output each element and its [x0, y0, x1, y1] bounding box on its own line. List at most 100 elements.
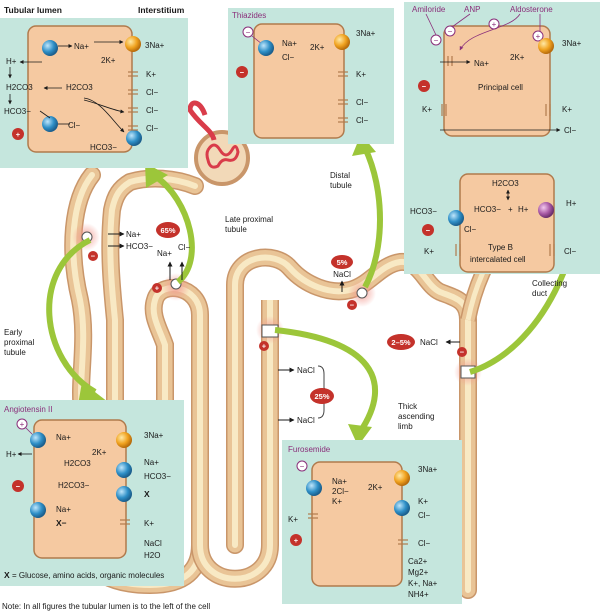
- legend-x: X: [4, 570, 10, 580]
- collecting-duct-label: Collecting: [532, 279, 567, 288]
- svg-text:NaCl: NaCl: [144, 539, 162, 548]
- svg-text:tubule: tubule: [225, 225, 247, 234]
- svg-text:limb: limb: [398, 422, 413, 431]
- svg-text:−: −: [240, 68, 245, 77]
- svg-text:Cl−: Cl−: [464, 225, 477, 234]
- svg-text:H2CO3: H2CO3: [492, 179, 519, 188]
- svg-text:Na+: Na+: [282, 39, 297, 48]
- header-tubular-lumen: Tubular lumen: [4, 5, 62, 15]
- pct-2-5-badge: [387, 334, 415, 350]
- panel-furosemide: Furosemide − Na+ 2Cl− K+ 2K+ 3Na+ K+ Cl−…: [282, 440, 462, 604]
- thiazides-label: Thiazides: [232, 11, 266, 20]
- svg-text:Cl−: Cl−: [418, 539, 431, 548]
- tubule-markers: − + + − −: [81, 231, 476, 379]
- pct-65-badge: [156, 222, 180, 238]
- svg-text:Na+: Na+: [74, 42, 89, 51]
- panel-collecting-duct: Amiloride ANP Aldosterone − − + + − Na+ …: [404, 2, 600, 274]
- svg-text:HCO3−: HCO3−: [4, 107, 31, 116]
- svg-text:ANP: ANP: [464, 5, 480, 14]
- footnote: Note: In all figures the tubular lumen i…: [2, 602, 210, 611]
- svg-text:K+: K+: [146, 70, 156, 79]
- svg-text:Aldosterone: Aldosterone: [510, 5, 553, 14]
- svg-text:Cl−: Cl−: [146, 124, 159, 133]
- svg-text:Cl−: Cl−: [418, 511, 431, 520]
- svg-text:2K+: 2K+: [92, 448, 107, 457]
- pct-25-badge: [310, 388, 334, 404]
- svg-text:intercalated cell: intercalated cell: [470, 255, 526, 264]
- svg-text:3Na+: 3Na+: [145, 41, 165, 50]
- svg-text:HCO3−: HCO3−: [410, 207, 437, 216]
- svg-text:proximal: proximal: [4, 338, 34, 347]
- svg-text:HCO3−: HCO3−: [474, 205, 501, 214]
- svg-text:K+: K+: [418, 497, 428, 506]
- late-proximal-label: Late proximal: [225, 215, 273, 224]
- svg-text:+: +: [294, 536, 299, 545]
- svg-text:+: +: [536, 32, 541, 41]
- svg-text:H2CO3: H2CO3: [6, 83, 33, 92]
- svg-text:Na+: Na+: [56, 505, 71, 514]
- svg-text:Cl−: Cl−: [68, 121, 81, 130]
- svg-text:Ca2+: Ca2+: [408, 557, 428, 566]
- svg-text:−: −: [448, 27, 453, 36]
- svg-text:Na+: Na+: [332, 477, 347, 486]
- thick-ascending-label: Thick: [398, 402, 418, 411]
- svg-text:65%: 65%: [160, 226, 175, 235]
- svg-text:−: −: [426, 226, 431, 235]
- svg-text:H+: H+: [6, 450, 17, 459]
- svg-text:H2CO3: H2CO3: [64, 459, 91, 468]
- svg-text:NaCl: NaCl: [297, 416, 315, 425]
- svg-text:Cl−: Cl−: [564, 126, 577, 135]
- svg-text:K+: K+: [144, 519, 154, 528]
- svg-text:HCO3−: HCO3−: [126, 242, 153, 251]
- svg-text:Cl−: Cl−: [146, 106, 159, 115]
- svg-text:−: −: [422, 82, 427, 91]
- svg-text:−: −: [350, 301, 355, 310]
- svg-text:H+: H+: [566, 199, 577, 208]
- furosemide-label: Furosemide: [288, 445, 331, 454]
- svg-text:+: +: [492, 20, 497, 29]
- svg-text:+: +: [155, 284, 160, 293]
- svg-text:Cl−: Cl−: [282, 53, 295, 62]
- svg-text:+: +: [508, 205, 513, 214]
- header-interstitium: Interstitium: [138, 5, 185, 15]
- svg-text:K+, Na+: K+, Na+: [408, 579, 438, 588]
- svg-text:Cl−: Cl−: [356, 98, 369, 107]
- svg-text:NaCl: NaCl: [297, 366, 315, 375]
- svg-text:Na+: Na+: [56, 433, 71, 442]
- distal-tubule-label: Distal: [330, 171, 350, 180]
- panel-top-left: Tubular lumen Interstitium H+ H2CO3 H2CO…: [0, 5, 188, 168]
- svg-text:Principal cell: Principal cell: [478, 83, 523, 92]
- svg-text:Type B: Type B: [488, 243, 513, 252]
- svg-text:= Glucose, amino acids, organi: = Glucose, amino acids, organic molecule…: [12, 571, 164, 580]
- svg-text:3Na+: 3Na+: [356, 29, 376, 38]
- svg-text:3Na+: 3Na+: [144, 431, 164, 440]
- svg-text:+: +: [20, 420, 25, 429]
- angiotensin-label: Angiotensin II: [4, 405, 52, 414]
- svg-text:X−: X−: [56, 518, 67, 528]
- svg-text:2Cl−: 2Cl−: [332, 487, 349, 496]
- svg-text:Na+: Na+: [157, 249, 172, 258]
- svg-text:−: −: [434, 36, 439, 45]
- svg-text:NaCl: NaCl: [420, 338, 438, 347]
- svg-text:Na+: Na+: [144, 458, 159, 467]
- svg-text:Mg2+: Mg2+: [408, 568, 429, 577]
- svg-text:Cl−: Cl−: [564, 247, 577, 256]
- svg-text:Na+: Na+: [474, 59, 489, 68]
- svg-text:Na+: Na+: [126, 230, 141, 239]
- svg-text:−: −: [91, 252, 96, 261]
- svg-text:NaCl: NaCl: [333, 270, 351, 279]
- svg-text:+: +: [16, 130, 21, 139]
- pct-5-badge: [331, 255, 353, 269]
- svg-text:3Na+: 3Na+: [418, 465, 438, 474]
- svg-text:5%: 5%: [337, 258, 348, 267]
- svg-text:K+: K+: [356, 70, 366, 79]
- svg-text:H+: H+: [518, 205, 529, 214]
- svg-text:K+: K+: [562, 105, 572, 114]
- svg-text:2K+: 2K+: [310, 43, 325, 52]
- svg-text:K+: K+: [424, 247, 434, 256]
- svg-text:HCO3−: HCO3−: [90, 143, 117, 152]
- svg-text:2K+: 2K+: [510, 53, 525, 62]
- panel-angiotensin: Angiotensin II + − Na+ H+ H2CO3 H2CO3− 2…: [0, 400, 184, 586]
- svg-text:H2CO3: H2CO3: [66, 83, 93, 92]
